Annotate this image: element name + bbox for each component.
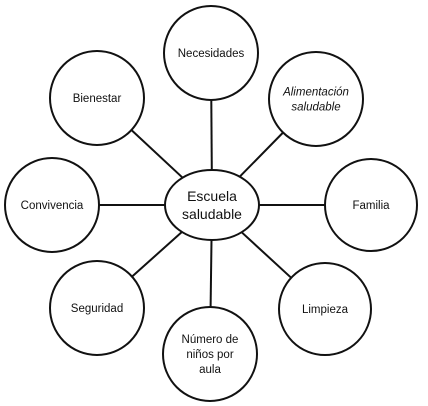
connector-limpieza xyxy=(240,231,292,279)
connector-seguridad xyxy=(131,231,183,278)
node-bienestar: Bienestar xyxy=(49,50,145,146)
node-label: aula xyxy=(199,364,221,376)
node-numero-de-ninos-por-aula: Número de niños por aula xyxy=(162,306,258,402)
node-convivencia: Convivencia xyxy=(4,157,100,253)
node-circle xyxy=(324,158,418,252)
node-label: Seguridad xyxy=(71,303,123,315)
connector-lines xyxy=(99,99,325,308)
node-label: Bienestar xyxy=(73,93,122,105)
node-label: Alimentación xyxy=(282,87,349,99)
node-necesidades: Necesidades xyxy=(163,5,259,101)
node-label: Limpieza xyxy=(302,304,349,316)
center-label: saludable xyxy=(182,206,242,222)
outer-nodes: NecesidadesAlimentaciónsaludableFamiliaL… xyxy=(4,5,418,402)
node-seguridad: Seguridad xyxy=(49,260,145,356)
center-ellipse xyxy=(164,169,260,241)
connector-necesidades xyxy=(210,99,213,171)
node-circle xyxy=(162,306,258,402)
center-node: Escuela saludable xyxy=(164,169,260,241)
node-label: saludable xyxy=(291,102,340,114)
connector-numero-de-ninos-por-aula xyxy=(209,239,213,308)
connector-bienestar xyxy=(130,129,184,179)
node-label: Necesidades xyxy=(178,48,245,60)
center-label: Escuela xyxy=(187,188,237,204)
node-label: Convivencia xyxy=(21,200,84,212)
node-circle xyxy=(4,157,100,253)
node-alimentacion-saludable: Alimentación saludable xyxy=(268,51,364,147)
node-circle xyxy=(49,260,145,356)
node-circle xyxy=(278,262,372,356)
node-label: niños por xyxy=(186,349,233,361)
node-familia: Familia xyxy=(324,158,418,252)
node-circle xyxy=(163,5,259,101)
node-label: Número de xyxy=(182,334,239,346)
connector-alimentacion-saludable xyxy=(238,131,284,178)
node-label: Familia xyxy=(352,200,390,212)
node-limpieza: Limpieza xyxy=(278,262,372,356)
node-circle xyxy=(268,51,364,147)
node-circle xyxy=(49,50,145,146)
